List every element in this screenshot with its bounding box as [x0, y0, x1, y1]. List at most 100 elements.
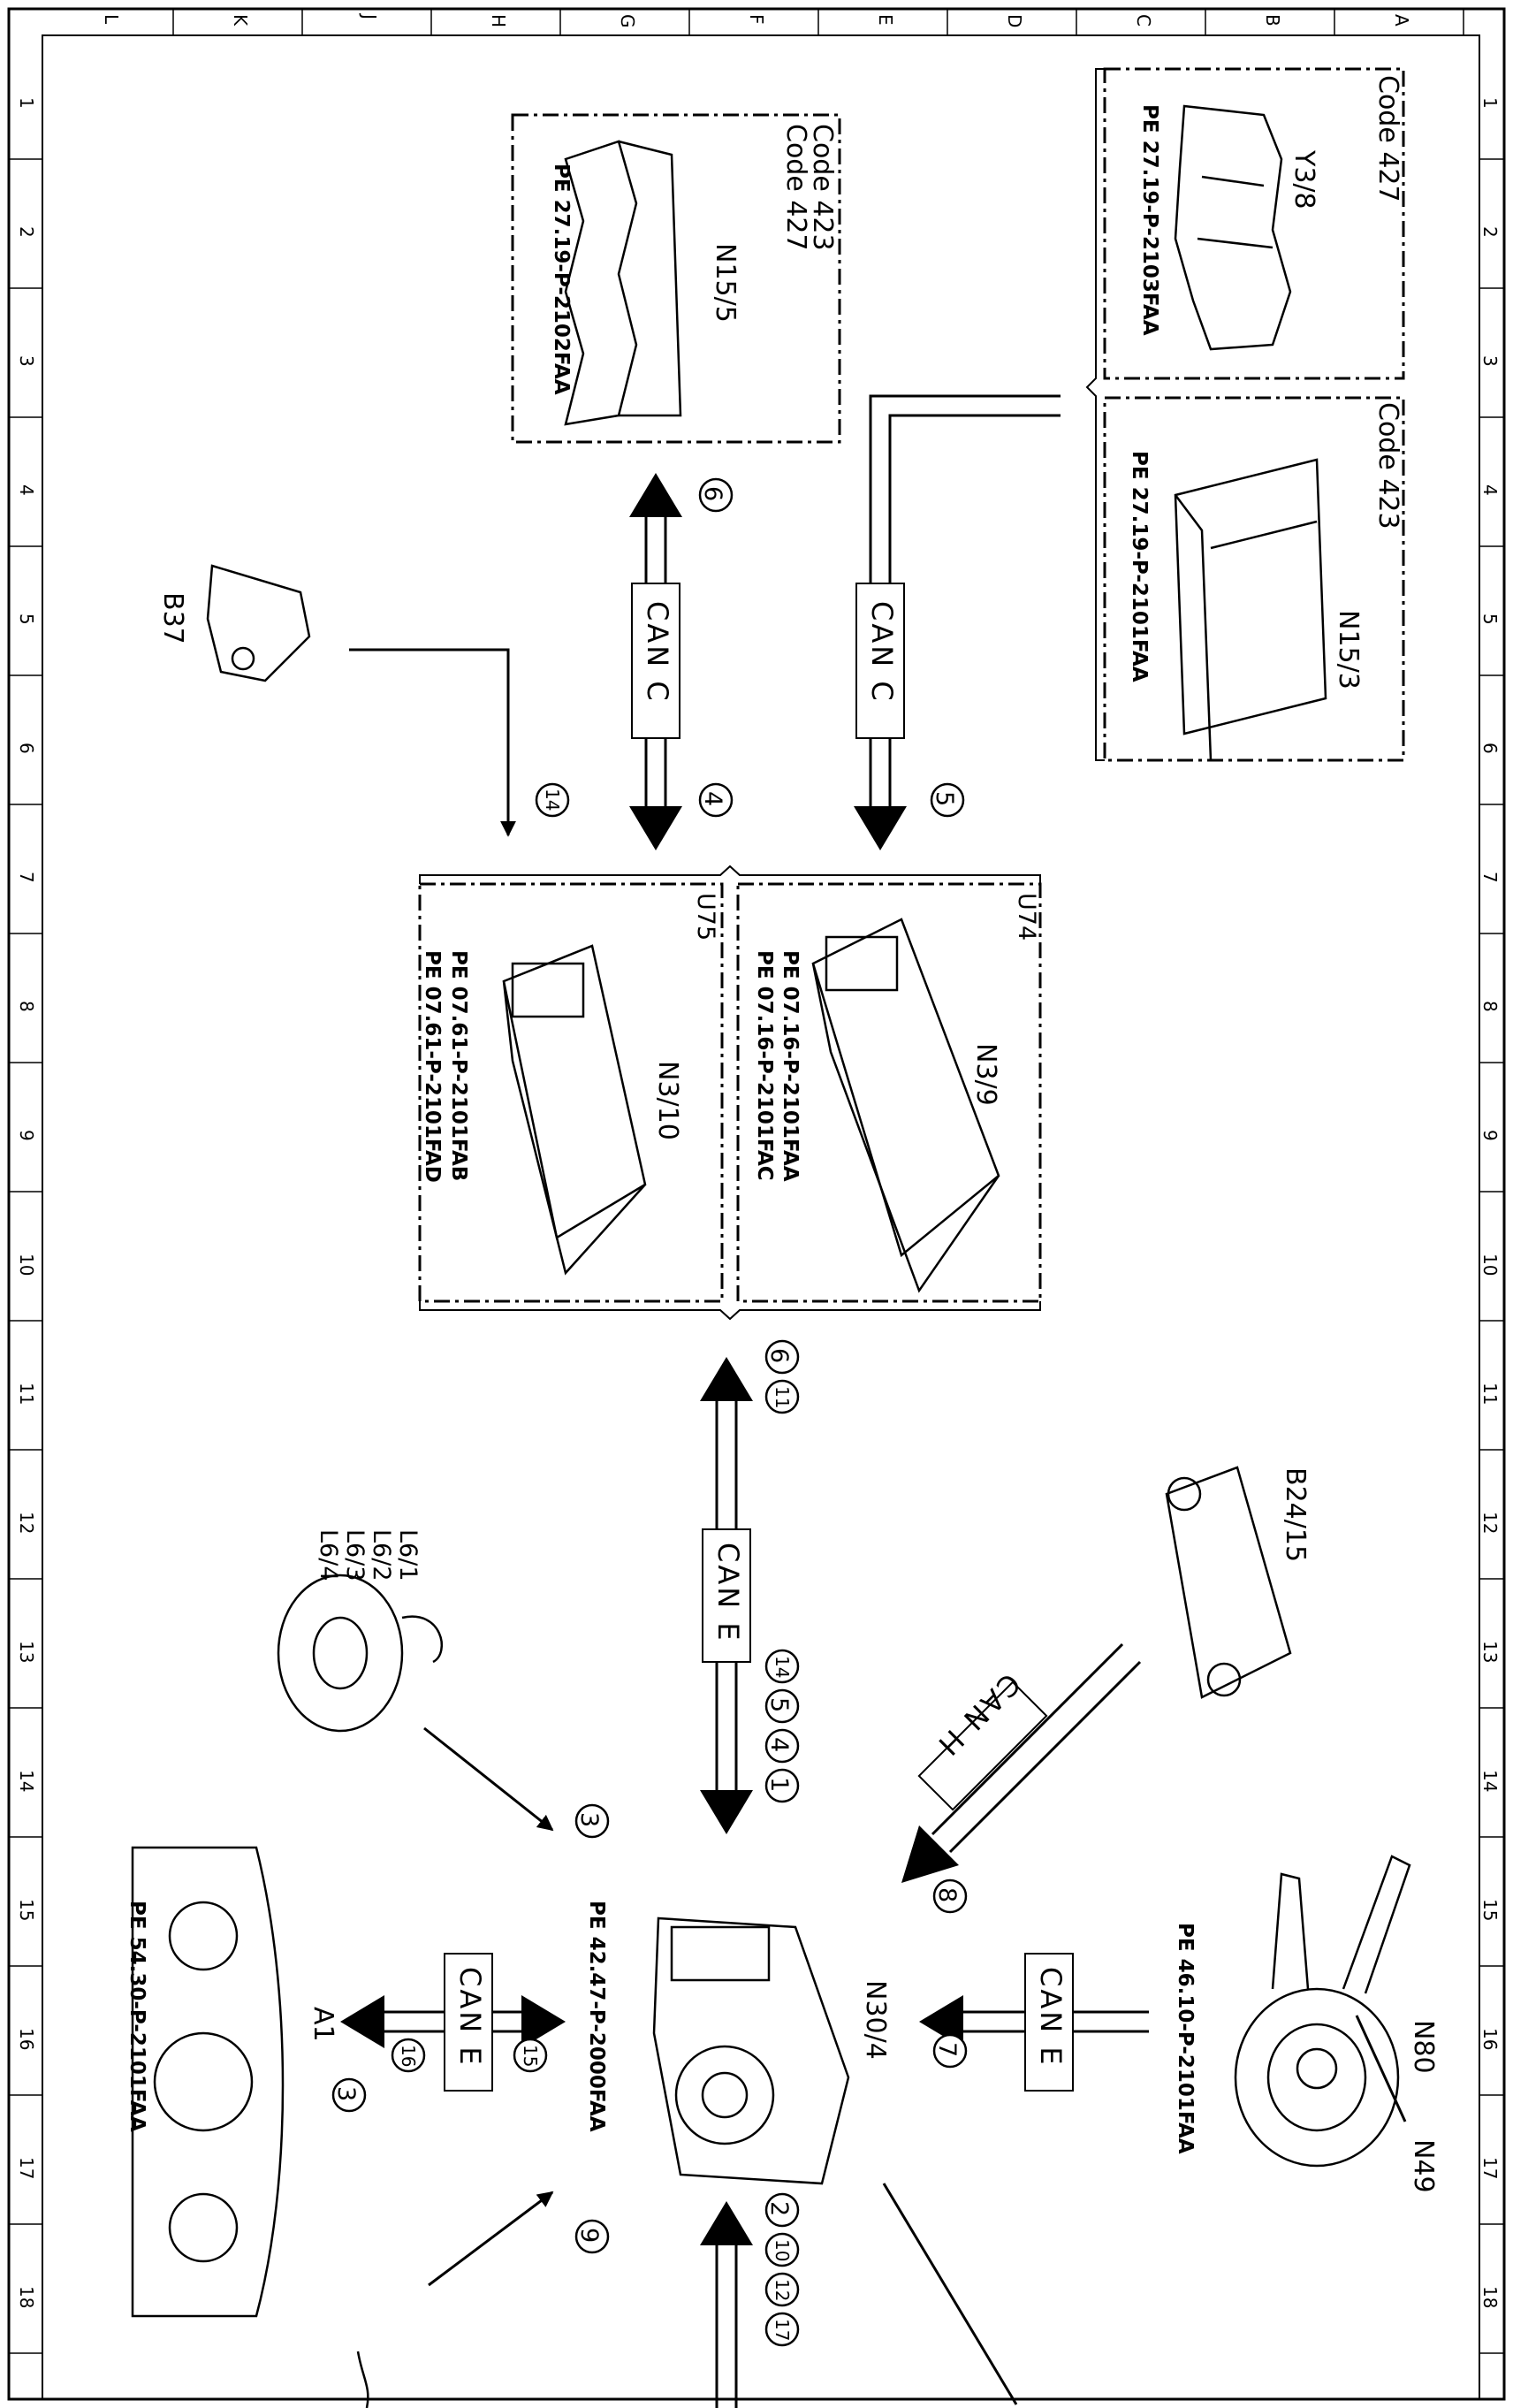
u74-ref1: PE 07.16-P-2101FAA [779, 950, 802, 1182]
y3-8-ref: PE 27.19-P-2103FAA [1138, 104, 1161, 336]
grid-number-right-5: 5 [1479, 613, 1501, 625]
bus-label-can-e-main: CAN E [711, 1543, 745, 1643]
grid-letter-j: J [359, 14, 380, 19]
grid-number-left-18: 18 [16, 2286, 37, 2309]
n15-5-id: N15/5 [710, 243, 741, 323]
n80-drawing [1234, 1855, 1411, 2168]
grid-letter-g: G [617, 14, 638, 28]
grid-number-left-1: 1 [16, 97, 37, 109]
n80-id: N80 [1408, 2020, 1439, 2074]
a1-id: A1 [308, 2007, 338, 2042]
grid-letter-f: F [746, 14, 767, 25]
l6-drawing [277, 1574, 443, 1733]
n15-3-code: Code 423 [1372, 402, 1403, 530]
b37-drawing [206, 564, 311, 682]
u74-ref2: PE 07.16-P-2101FAC [753, 950, 776, 1181]
bus-label-can-c-2: CAN C [865, 601, 899, 704]
u75-ref1: PE 07.61-P-2101FAB [447, 950, 470, 1182]
marker-1: 1 [765, 1777, 793, 1793]
b24-15-drawing [1165, 1466, 1292, 1699]
grid-number-right-7: 7 [1479, 872, 1501, 883]
grid-number-left-12: 12 [16, 1512, 37, 1535]
grid-number-left-13: 13 [16, 1641, 37, 1664]
marker-7: 7 [933, 2042, 961, 2058]
n3-9-drawing [811, 918, 1000, 1293]
grid-number-left-3: 3 [16, 355, 37, 367]
y3-8-id: Y3/8 [1289, 150, 1319, 210]
grid-letter-l: L [101, 14, 122, 25]
u74-code: U74 [1013, 893, 1040, 941]
marker-10: 10 [772, 2239, 793, 2262]
arrow-heads [340, 473, 963, 2245]
marker-14: 14 [772, 1656, 793, 1679]
marker-15: 15 [520, 2045, 541, 2068]
grid-number-left-10: 10 [16, 1254, 37, 1276]
thin-leader-lines [349, 648, 1407, 2405]
box-braces [419, 68, 1105, 1321]
grid-number-right-14: 14 [1479, 1770, 1501, 1793]
grid-letter-d: D [1004, 14, 1025, 28]
box-u74 [736, 882, 1042, 1303]
diagram-frame [7, 7, 1506, 2401]
n15-5-drawing [564, 140, 682, 426]
marker-3-l6: 3 [575, 1812, 603, 1828]
l6-1: L6/1 [394, 1529, 422, 1581]
marker-17: 17 [772, 2319, 793, 2342]
grid-letter-a: A [1391, 14, 1412, 27]
n15-5-code1: Code 423 [807, 124, 838, 251]
grid-number-left-16: 16 [16, 2028, 37, 2051]
grid-number-left-7: 7 [16, 872, 37, 883]
grid-number-left-11: 11 [16, 1383, 37, 1406]
grid-number-right-9: 9 [1479, 1130, 1501, 1141]
bus-label-can-c-1: CAN C [641, 601, 674, 704]
grid-number-left-15: 15 [16, 1899, 37, 1922]
marker-9: 9 [575, 2228, 603, 2244]
grid-letter-k: K [230, 14, 251, 27]
bus-label-boxes [444, 583, 1074, 2092]
l6-2: L6/2 [368, 1529, 395, 1581]
grid-number-right-1: 1 [1479, 97, 1501, 109]
y3-8-drawing [1174, 104, 1292, 351]
grid-number-left-14: 14 [16, 1770, 37, 1793]
n30-4-drawing [652, 1916, 850, 2185]
grid-number-left-8: 8 [16, 1001, 37, 1012]
n3-10-drawing [502, 944, 647, 1276]
grid-number-right-6: 6 [1479, 743, 1501, 754]
marker-14-b37: 14 [542, 789, 563, 812]
marker-6-e: 6 [765, 1348, 793, 1364]
grid-number-right-12: 12 [1479, 1512, 1501, 1535]
marker-4b: 4 [765, 1737, 793, 1753]
u75-ref2: PE 07.61-P-2101FAD [421, 950, 444, 1183]
grid-number-right-13: 13 [1479, 1641, 1501, 1664]
grid-letter-b: B [1262, 14, 1283, 27]
u74-id: N3/9 [970, 1043, 1001, 1106]
n49-id: N49 [1408, 2139, 1439, 2193]
n30-4-ref: PE 42.47-P-2000FAA [585, 1901, 608, 2132]
marker-3-a1: 3 [332, 2086, 360, 2102]
marker-5b: 5 [765, 1697, 793, 1713]
grid-number-right-8: 8 [1479, 1001, 1501, 1012]
grid-number-left-5: 5 [16, 613, 37, 625]
n15-5-ref: PE 27.19-P-2102FAA [550, 164, 573, 395]
n15-3-ref: PE 27.19-P-2101FAA [1128, 451, 1151, 682]
grid-number-left-6: 6 [16, 743, 37, 754]
marker-12: 12 [772, 2279, 793, 2302]
component-drawings [131, 104, 1411, 2408]
marker-4: 4 [699, 791, 726, 807]
grid-number-right-3: 3 [1479, 355, 1501, 367]
grid-number-right-10: 10 [1479, 1254, 1501, 1276]
grid-letter-c: C [1133, 14, 1154, 27]
grid-number-right-2: 2 [1479, 226, 1501, 238]
l6-3: L6/3 [341, 1529, 369, 1581]
y3-8-code: Code 427 [1372, 75, 1403, 202]
grid-letter-h: H [488, 14, 509, 28]
grid-number-left-4: 4 [16, 484, 37, 496]
grid-number-right-11: 11 [1479, 1383, 1501, 1406]
grid-number-right-17: 17 [1479, 2157, 1501, 2180]
grid-number-left-17: 17 [16, 2157, 37, 2180]
marker-11: 11 [772, 1386, 793, 1409]
l6-4: L6/4 [315, 1529, 342, 1581]
box-n15-5 [511, 113, 841, 444]
grid-letter-e: E [875, 14, 896, 26]
u75-code: U75 [692, 893, 719, 941]
